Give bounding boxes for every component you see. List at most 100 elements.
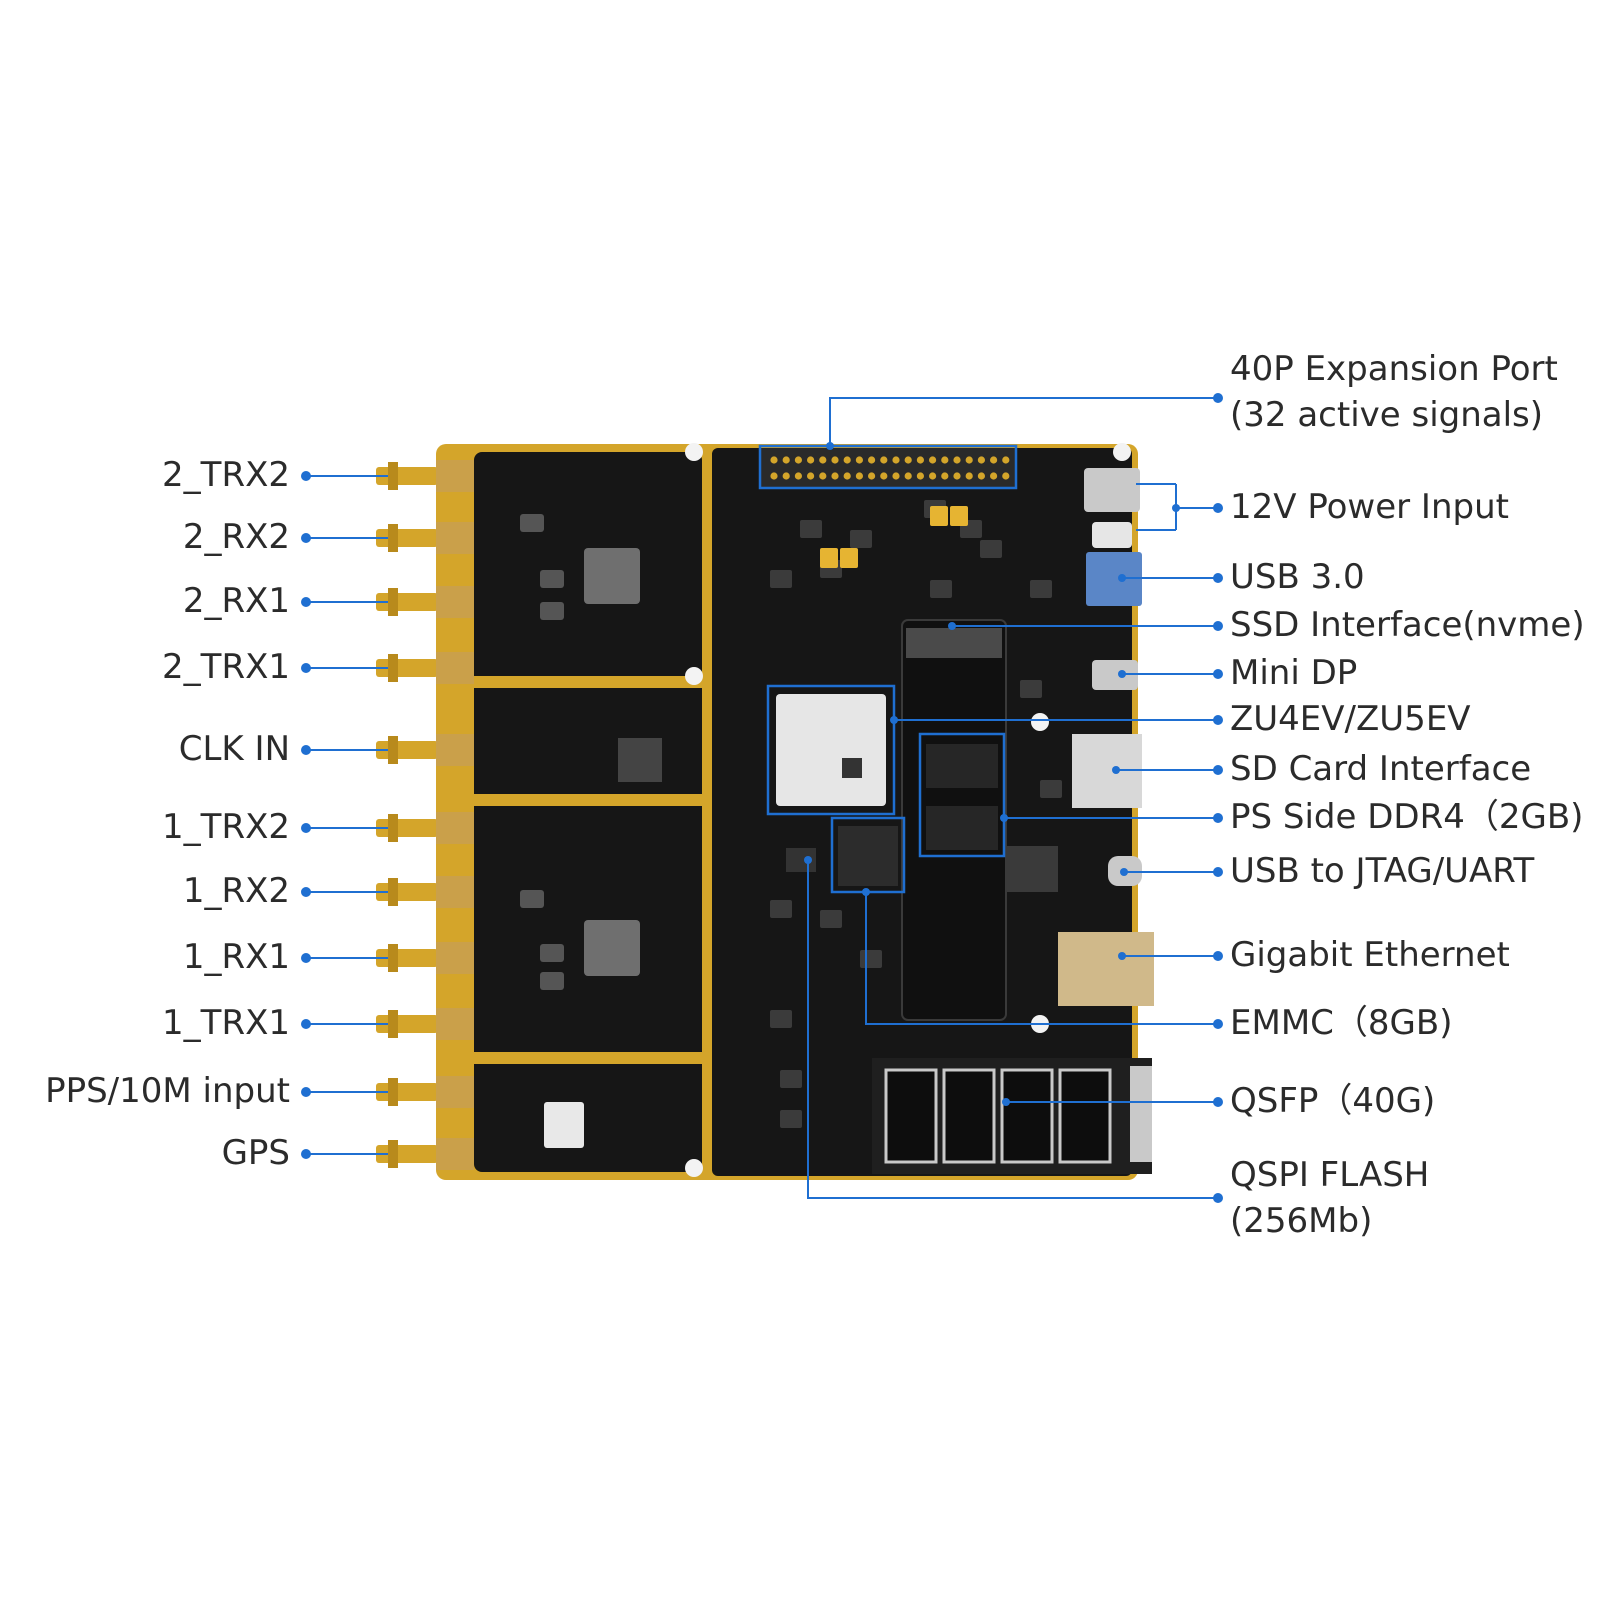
header-pin [953, 472, 961, 480]
header-pin [794, 456, 803, 464]
leader-lines [301, 393, 1223, 1203]
header-pin [819, 456, 827, 464]
leader-end-expansion-port [826, 442, 834, 450]
sma-nut [388, 878, 398, 906]
leader-dot-ddr4 [1213, 813, 1223, 823]
label-1-rx1: 1_RX1 [182, 937, 290, 977]
sma-nut [388, 736, 398, 764]
usb3-port [1086, 552, 1142, 606]
rf-component [540, 570, 564, 588]
sma-nut [388, 588, 398, 616]
sma-nut [388, 524, 398, 552]
smd-component [850, 530, 872, 548]
leader-end-ddr4 [1000, 814, 1008, 822]
header-pin [916, 456, 925, 464]
label-mini-dp: Mini DP [1230, 653, 1358, 693]
sma-footprint [436, 652, 474, 684]
leader-dot-power-input [1213, 503, 1223, 513]
leader-dot-emmc [1213, 1019, 1223, 1029]
highlight-box [758, 444, 1018, 490]
mounting-hole [685, 443, 703, 461]
m2-connector [906, 628, 1002, 658]
rf-transceiver-chip [584, 548, 640, 604]
minidp-port [1092, 660, 1138, 690]
header-pin [782, 472, 790, 480]
header-pin [855, 456, 864, 464]
leader-dot-mini-dp [1213, 669, 1223, 679]
sma-nut [388, 654, 398, 682]
header-pin [782, 456, 790, 464]
header-pin [990, 472, 998, 480]
highlight-box [766, 684, 896, 816]
label-qsfp: QSFP（40G) [1230, 1081, 1436, 1121]
leader-end-usb-jtag-uart [1120, 868, 1128, 876]
label-qspi-flash-line2: (256Mb) [1230, 1201, 1373, 1241]
leader-end-usb3 [1118, 574, 1126, 582]
label-2-rx2: 2_RX2 [182, 517, 290, 557]
label-power-input: 12V Power Input [1230, 487, 1509, 527]
leader-end-mini-dp [1118, 670, 1126, 678]
label-usb-jtag-uart: USB to JTAG/UART [1230, 851, 1535, 891]
header-pin [892, 456, 900, 464]
leader-dot-qsfp [1213, 1097, 1223, 1107]
leader-dot-2-rx1 [301, 597, 311, 607]
leader-dot-2-trx2 [301, 471, 311, 481]
smd-component [820, 910, 842, 928]
sma-footprint [436, 942, 474, 974]
tantalum-capacitor [930, 506, 948, 526]
sma-footprint [436, 1076, 474, 1108]
leader-dot-1-trx2 [301, 823, 311, 833]
leader-dot-1-trx1 [301, 1019, 311, 1029]
smd-component [1040, 780, 1062, 798]
rf-component [540, 972, 564, 990]
tantalum-capacitor [840, 548, 858, 568]
leader-dot-sd-card [1213, 765, 1223, 775]
mounting-hole [1113, 443, 1131, 461]
header-pin [1002, 472, 1010, 480]
label-ddr4: PS Side DDR4（2GB) [1230, 797, 1584, 837]
sma-nut [388, 1078, 398, 1106]
label-2-rx1: 2_RX1 [182, 581, 290, 621]
zynq-chip [776, 694, 886, 806]
label-1-rx2: 1_RX2 [182, 871, 290, 911]
sma-footprint [436, 812, 474, 844]
label-gigabit-ethernet: Gigabit Ethernet [1230, 935, 1510, 975]
mounting-hole [685, 1159, 703, 1177]
header-pin [965, 456, 973, 464]
smd-component [1020, 680, 1042, 698]
smd-component [860, 950, 882, 968]
label-1-trx1: 1_TRX1 [162, 1003, 290, 1043]
smd-component [980, 540, 1002, 558]
smd-component [800, 520, 822, 538]
header-pin [831, 456, 839, 464]
qsfp-port [884, 1068, 938, 1164]
leader-emmc [865, 892, 1218, 1025]
leader-end-gigabit-ethernet [1118, 952, 1126, 960]
header-pin [892, 472, 900, 480]
leader-dot-2-trx1 [301, 663, 311, 673]
rf-component [520, 890, 544, 908]
ddr4-chip-2 [926, 806, 998, 850]
leader-qspi-flash [807, 860, 1218, 1199]
leader-dot-gigabit-ethernet [1213, 951, 1223, 961]
header-pin [855, 472, 864, 480]
header-pin [929, 472, 937, 480]
leader-dot-2-rx2 [301, 533, 311, 543]
power-connector [1092, 522, 1132, 548]
header-pin [868, 472, 876, 480]
label-ssd-interface: SSD Interface(nvme) [1230, 605, 1585, 645]
header-pin [770, 456, 778, 464]
label-1-trx2: 1_TRX2 [162, 807, 290, 847]
leader-end-sd-card [1112, 766, 1120, 774]
smd-component [770, 900, 792, 918]
header-pin [831, 472, 839, 480]
leader-dot-usb3 [1213, 573, 1223, 583]
sma-footprint [436, 460, 474, 492]
leader-dot-gps [301, 1149, 311, 1159]
header-pin [807, 472, 815, 480]
leader-dot-ssd-interface [1213, 621, 1223, 631]
board-split-line [704, 448, 712, 1176]
leader-dot-qspi-flash [1213, 1193, 1223, 1203]
header-pin [990, 456, 998, 464]
